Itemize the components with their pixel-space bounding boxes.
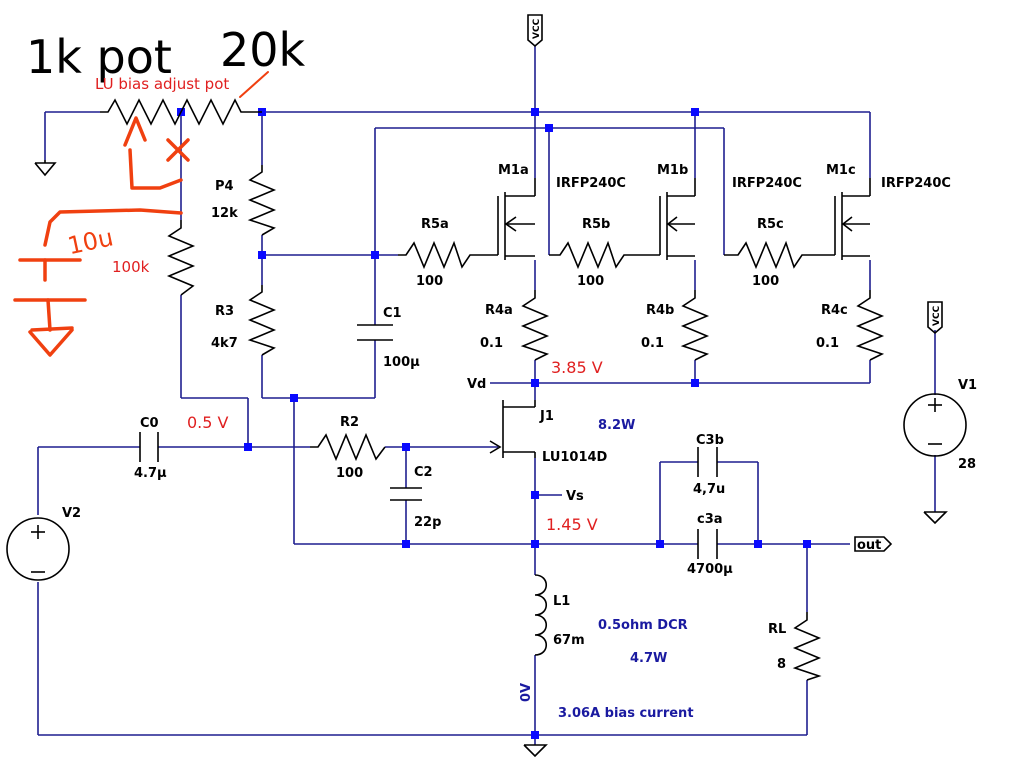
j1-jfet-symbol [489, 400, 536, 458]
vcc-flag-v1: VCC [927, 301, 943, 335]
r5a-value: 100 [416, 274, 443, 289]
r4b-name: R4b [646, 303, 674, 318]
p4-value: 12k [211, 206, 238, 221]
c2-value: 22p [414, 515, 441, 530]
pot-resistor-symbol [100, 98, 262, 126]
rl-resistor-symbol [792, 612, 822, 681]
net-0v: 0V [519, 683, 534, 702]
c1-name: C1 [383, 306, 402, 321]
r4a-value: 0.1 [480, 336, 503, 351]
r3-value: 4k7 [211, 336, 238, 351]
voltage-gate: 0.5 V [187, 413, 229, 432]
c3a-name: c3a [697, 512, 723, 527]
l1-value: 67m [553, 633, 585, 648]
r5a-resistor-symbol [398, 240, 498, 270]
svg-text:VCC: VCC [932, 305, 942, 326]
m1c-mosfet-symbol [834, 178, 871, 260]
handwritten-annotations: 1k pot 20k LU bias adjust pot 100k 10u [13, 23, 306, 357]
r5b-resistor-symbol [549, 240, 660, 270]
component-labels: P4 12k R3 4k7 C1 100µ C0 4.7µ R2 100 C2 … [62, 163, 977, 672]
r2-resistor-symbol [310, 432, 386, 462]
j1-name: J1 [539, 409, 554, 424]
c1-value: 100µ [383, 355, 420, 370]
svg-text:VCC: VCC [532, 18, 542, 39]
c0-value: 4.7µ [134, 466, 167, 481]
v2-name: V2 [62, 506, 81, 521]
p4-name: P4 [215, 179, 234, 194]
r2-name: R2 [340, 415, 359, 430]
l1-name: L1 [553, 594, 570, 609]
v2-source-symbol [6, 517, 70, 581]
r4c-value: 0.1 [816, 336, 839, 351]
wires [37, 45, 936, 745]
r3-name: R3 [215, 304, 234, 319]
ink-1k-pot: 1k pot [26, 30, 172, 84]
c0-name: C0 [140, 416, 159, 431]
v1-value: 28 [958, 457, 976, 472]
rl-name: RL [768, 622, 786, 637]
c3a-value: 4700µ [687, 562, 733, 577]
j1-value: LU1014D [542, 450, 608, 465]
vcc-flag-top: VCC [527, 14, 543, 48]
r4c-resistor-symbol [855, 290, 885, 361]
p4-resistor-symbol [247, 165, 277, 236]
m1b-mosfet-symbol [659, 178, 696, 260]
m1c-value: IRFP240C [881, 176, 951, 191]
voltage-vs: 1.45 V [546, 515, 598, 534]
c2-capacitor-symbol [390, 487, 422, 501]
ink-pot-label: LU bias adjust pot [95, 75, 229, 93]
r5c-name: R5c [757, 217, 784, 232]
v1-name: V1 [958, 378, 977, 393]
voltage-vd: 3.85 V [551, 358, 603, 377]
note-bias-current: 3.06A bias current [558, 706, 694, 721]
c3b-value: 4,7u [693, 482, 725, 497]
ground-symbol-pot [34, 160, 57, 177]
note-dcr: 0.5ohm DCR [598, 618, 688, 633]
r2-value: 100 [336, 466, 363, 481]
m1a-value: IRFP240C [556, 176, 626, 191]
ink-100k: 100k [112, 258, 150, 276]
m1b-value: IRFP240C [732, 176, 802, 191]
c3a-capacitor-symbol [697, 529, 718, 559]
r5c-value: 100 [752, 274, 779, 289]
net-vd: Vd [467, 377, 486, 392]
out-flag [854, 536, 893, 552]
m1c-name: M1c [826, 163, 856, 178]
notes: 8.2W 0.5ohm DCR 4.7W 3.06A bias current [558, 418, 694, 721]
r4b-resistor-symbol [680, 290, 710, 361]
r4a-resistor-symbol [520, 290, 550, 361]
r4c-name: R4c [821, 303, 848, 318]
l1-inductor-symbol [534, 574, 548, 656]
ink-20k: 20k [220, 23, 306, 77]
ground-symbol-bottom [523, 744, 548, 758]
r4a-name: R4a [485, 303, 513, 318]
c2-name: C2 [414, 465, 433, 480]
rl-value: 8 [777, 657, 786, 672]
c1-capacitor-symbol [357, 324, 393, 341]
net-labels: Vd Vs out 0V [467, 377, 881, 702]
m1a-mosfet-symbol [497, 178, 536, 260]
net-vs: Vs [566, 489, 584, 504]
r5c-resistor-symbol [724, 240, 835, 270]
m1b-name: M1b [657, 163, 688, 178]
r5b-value: 100 [577, 274, 604, 289]
r5b-name: R5b [582, 217, 610, 232]
r3-resistor-symbol [247, 285, 277, 356]
junction-nodes [177, 108, 811, 739]
note-power-l1: 4.7W [630, 651, 667, 666]
r5a-name: R5a [421, 217, 449, 232]
r100k-resistor-symbol [166, 220, 196, 296]
c3b-capacitor-symbol [697, 447, 718, 477]
note-power-j1: 8.2W [598, 418, 635, 433]
voltage-annotations: 3.85 V 0.5 V 1.45 V [187, 358, 603, 534]
net-out: out [857, 538, 881, 553]
c0-capacitor-symbol [139, 432, 159, 462]
c3b-name: C3b [696, 433, 724, 448]
r4b-value: 0.1 [641, 336, 664, 351]
v1-source-symbol [903, 393, 967, 457]
m1a-name: M1a [498, 163, 529, 178]
ink-10u: 10u [65, 223, 116, 260]
ground-symbol-v1 [923, 511, 948, 525]
